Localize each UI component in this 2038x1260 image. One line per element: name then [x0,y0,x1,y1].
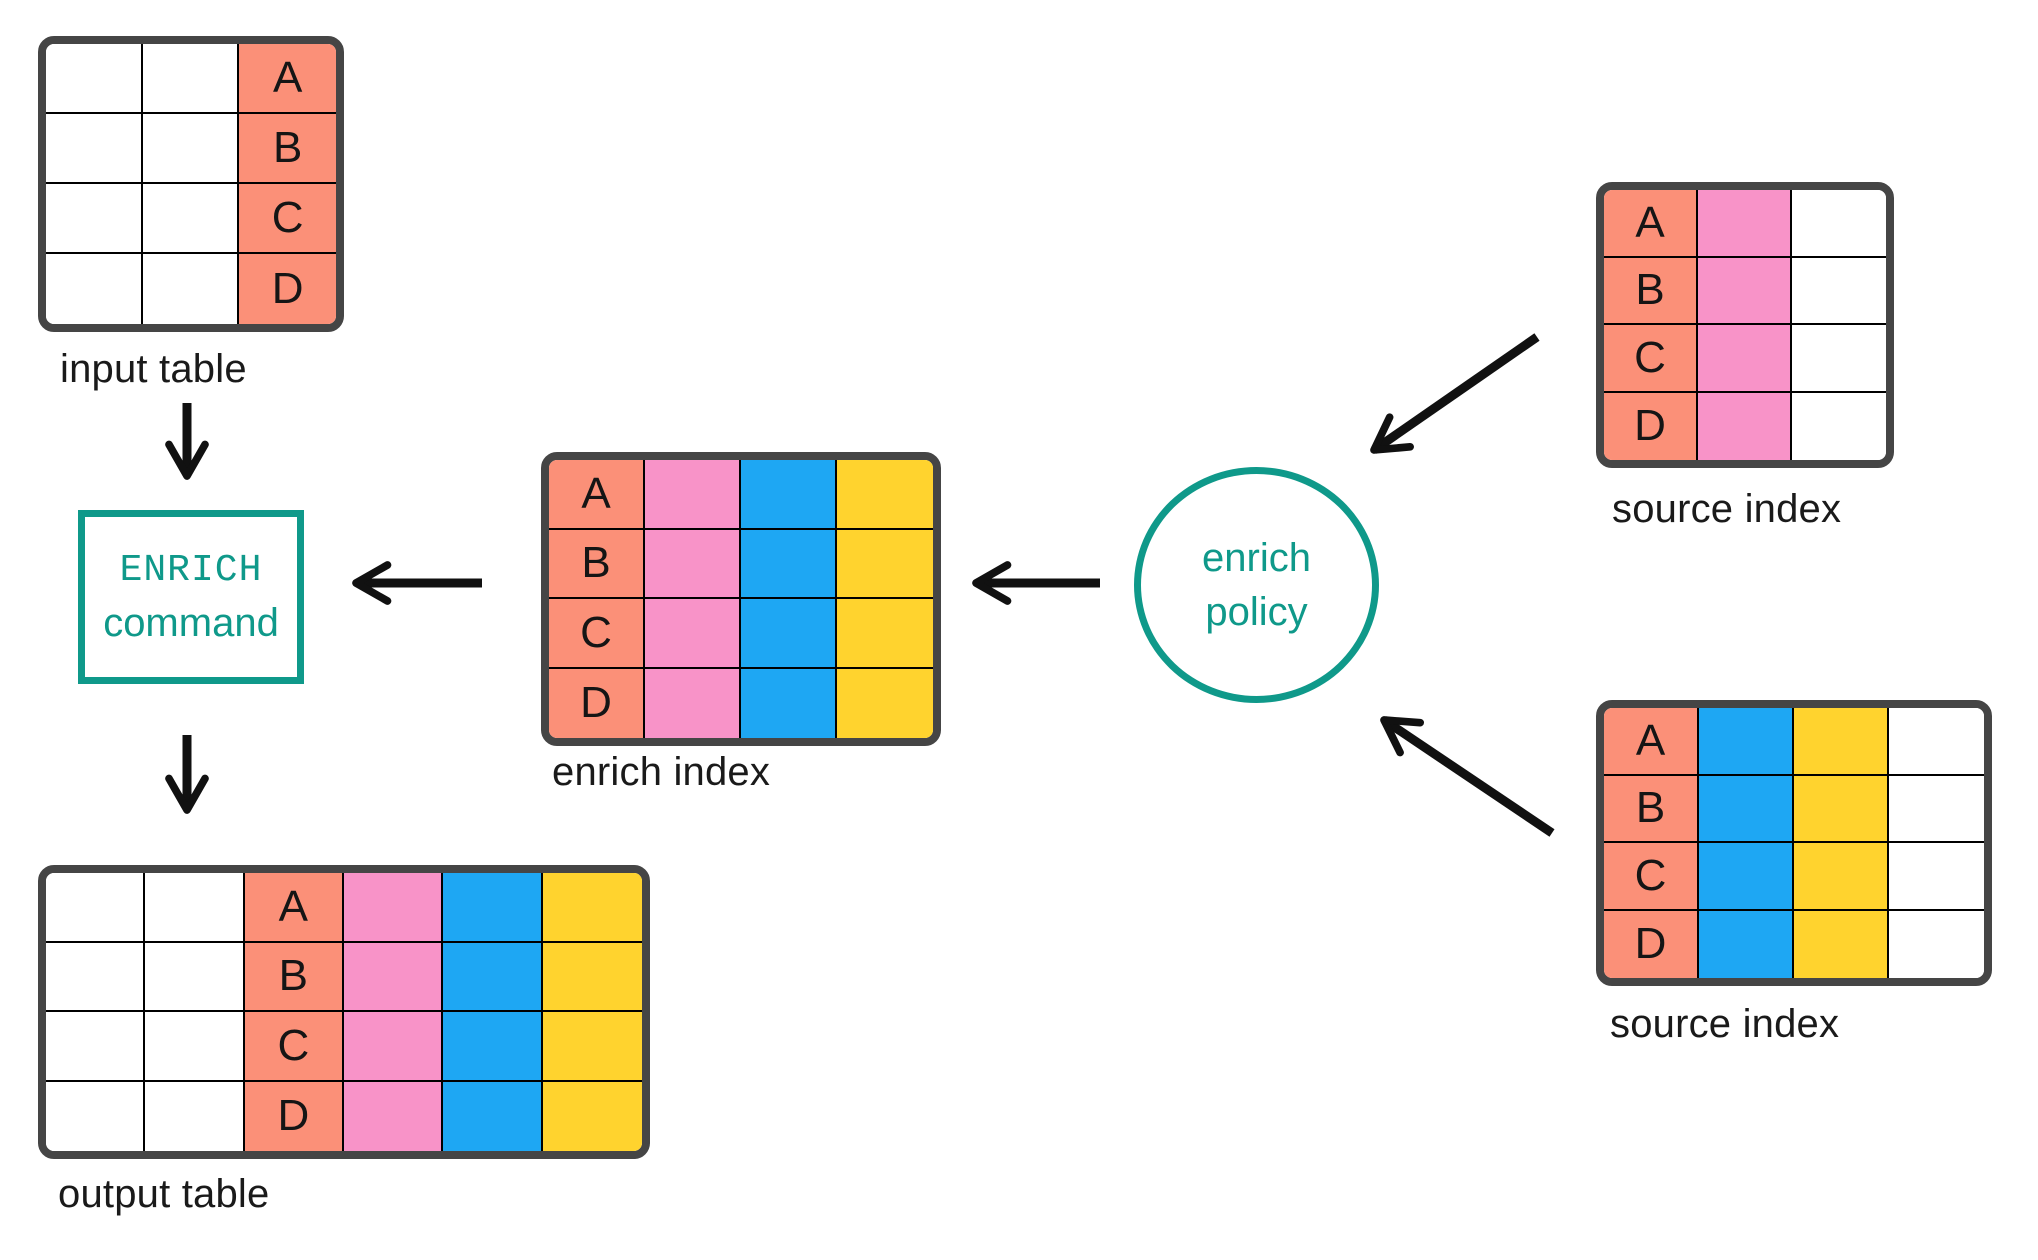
table-cell [741,460,837,530]
input-table-label: input table [60,347,247,391]
table-key-cell: B [239,114,336,184]
table-cell [145,1081,245,1151]
table-cell [46,1081,146,1151]
table-key-cell: C [549,599,645,669]
table-cell [645,460,741,530]
table-key-cell: C [239,184,336,254]
table-cell [837,460,933,530]
table-key-cell: A [1604,190,1698,258]
table-cell [542,1012,642,1082]
enrich-policy-node: enrich policy [1134,467,1379,703]
table-cell [344,1081,444,1151]
table-cell [1794,708,1889,776]
source-index-top-label: source index [1612,487,1842,531]
table-cell [344,1012,444,1082]
table-cell [645,599,741,669]
table-cell [1889,708,1984,776]
enrich-command-node: ENRICH command [78,510,304,684]
enrich-policy-word-1: enrich [1202,536,1311,580]
table-cell [145,873,245,943]
table-cell [344,942,444,1012]
table-key-cell: C [1604,325,1698,393]
table-cell [46,942,146,1012]
arrow-source-bottom-to-policy [1380,716,1555,837]
table-cell [344,873,444,943]
table-cell [1792,190,1886,258]
table-key-cell: A [239,44,336,114]
table-key-cell: D [1604,392,1698,460]
table-cell [443,873,543,943]
table-cell [443,1012,543,1082]
table-key-cell: B [1604,775,1699,843]
table-key-cell: A [549,460,645,530]
enrich-command-word: command [103,601,279,645]
table-key-cell: D [239,254,336,324]
table-key-cell: A [1604,708,1699,776]
enrich-command-keyword: ENRICH [119,549,263,592]
table-cell [1699,910,1794,978]
table-key-cell: D [1604,910,1699,978]
table-key-cell: C [1604,843,1699,911]
table-cell [837,599,933,669]
table-cell [1889,843,1984,911]
table-cell [837,529,933,599]
table-cell [741,668,837,738]
table-cell [46,873,146,943]
table-cell [46,114,143,184]
table-cell [1792,257,1886,325]
arrow-source-top-to-policy [1370,333,1540,454]
table-cell [1699,708,1794,776]
table-cell [1794,843,1889,911]
table-cell [1792,325,1886,393]
table-cell [443,1081,543,1151]
source-index-bottom-label: source index [1610,1002,1840,1046]
table-key-cell: B [549,529,645,599]
table-cell [142,44,240,114]
enrich-policy-word-2: policy [1205,590,1308,634]
table-cell [142,254,240,324]
table-key-cell: B [244,942,344,1012]
table-cell [1699,775,1794,843]
table-cell [1794,910,1889,978]
table-key-cell: D [244,1081,344,1151]
table-cell [46,254,143,324]
output-table-label: output table [58,1172,270,1216]
table-cell [1698,190,1792,258]
table-cell [142,184,240,254]
table-cell [145,942,245,1012]
table-cell [542,1081,642,1151]
table-cell [443,942,543,1012]
table-cell [1698,392,1792,460]
table-cell [1698,257,1792,325]
table-cell [145,1012,245,1082]
table-cell [741,599,837,669]
table-cell [542,942,642,1012]
table-cell [1698,325,1792,393]
table-cell [46,44,143,114]
enrich-index-label: enrich index [552,750,771,794]
table-cell [645,529,741,599]
table-cell [542,873,642,943]
table-cell [1792,392,1886,460]
table-cell [1889,775,1984,843]
table-cell [645,668,741,738]
table-key-cell: C [244,1012,344,1082]
table-cell [837,668,933,738]
table-cell [1794,775,1889,843]
table-cell [46,184,143,254]
table-key-cell: A [244,873,344,943]
table-key-cell: B [1604,257,1698,325]
table-cell [1699,843,1794,911]
table-cell [1889,910,1984,978]
table-cell [46,1012,146,1082]
table-cell [741,529,837,599]
table-cell [142,114,240,184]
table-key-cell: D [549,668,645,738]
